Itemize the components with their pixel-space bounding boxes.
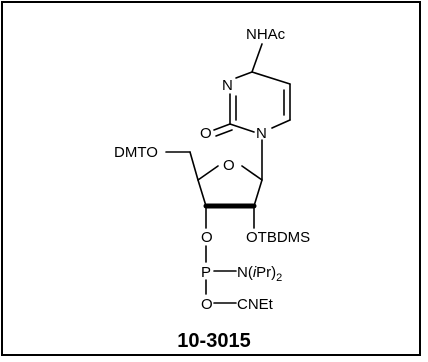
- bond-c4-n3: [235, 71, 253, 79]
- catalog-number: 10-3015: [177, 330, 250, 352]
- label-diisopropylamino: N(iPr)2: [237, 264, 282, 284]
- structure-frame: [1, 1, 421, 356]
- bond-c1prime-o4prime: [241, 165, 263, 181]
- bond-n1-c2: [229, 123, 255, 133]
- label-amine-i: i: [253, 264, 257, 281]
- label-ring-o: O: [223, 157, 235, 174]
- label-o3prime: O: [201, 229, 213, 246]
- bond-c1prime-c2prime: [253, 179, 263, 207]
- label-amine-n: N(: [237, 264, 253, 281]
- label-o-cyanoethyl: O: [201, 296, 213, 313]
- label-dmto: DMTO: [114, 144, 158, 161]
- bond-o4prime-c4prime: [197, 165, 219, 181]
- label-amine-pr: Pr): [256, 264, 276, 281]
- label-phosphorus: P: [201, 264, 211, 281]
- bond-c4-n4: [251, 43, 263, 73]
- label-n1: N: [256, 125, 267, 142]
- bond-c4prime-c3prime: [197, 179, 207, 207]
- label-amine-sub: 2: [276, 272, 282, 284]
- bond-c6-n1: [271, 119, 291, 129]
- ribose-ring: [197, 165, 263, 209]
- label-nhac: NHAc: [246, 26, 286, 43]
- bond-c2-o2: [213, 123, 231, 131]
- bond-c2-o2-double: [215, 129, 233, 137]
- label-otbdms: OTBDMS: [246, 229, 310, 246]
- bond-c4prime-c5prime: [189, 151, 199, 181]
- label-n3: N: [222, 77, 233, 94]
- label-cnet: CNEt: [237, 296, 274, 313]
- pyrimidine-ring: [213, 43, 291, 137]
- bond-c4-c5: [251, 71, 291, 85]
- label-carbonyl-o: O: [200, 125, 212, 142]
